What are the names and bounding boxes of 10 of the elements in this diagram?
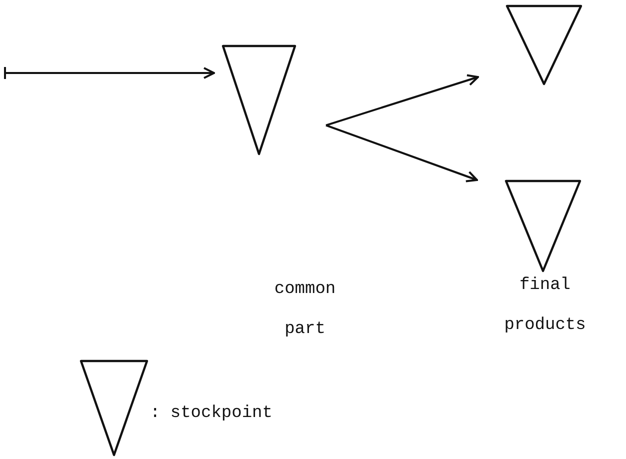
node-caption: : stockpoint	[150, 403, 274, 425]
arrow	[4, 66, 215, 80]
arrow	[326, 124, 478, 182]
stockpoint-triangle	[222, 45, 296, 155]
group-caption: final products	[503, 275, 587, 337]
stockpoint-triangle	[506, 5, 582, 85]
stockpoint-triangle	[80, 360, 148, 456]
arrow	[326, 74, 479, 126]
stockpoint-triangle	[505, 180, 581, 272]
group-caption: common part	[273, 279, 337, 341]
